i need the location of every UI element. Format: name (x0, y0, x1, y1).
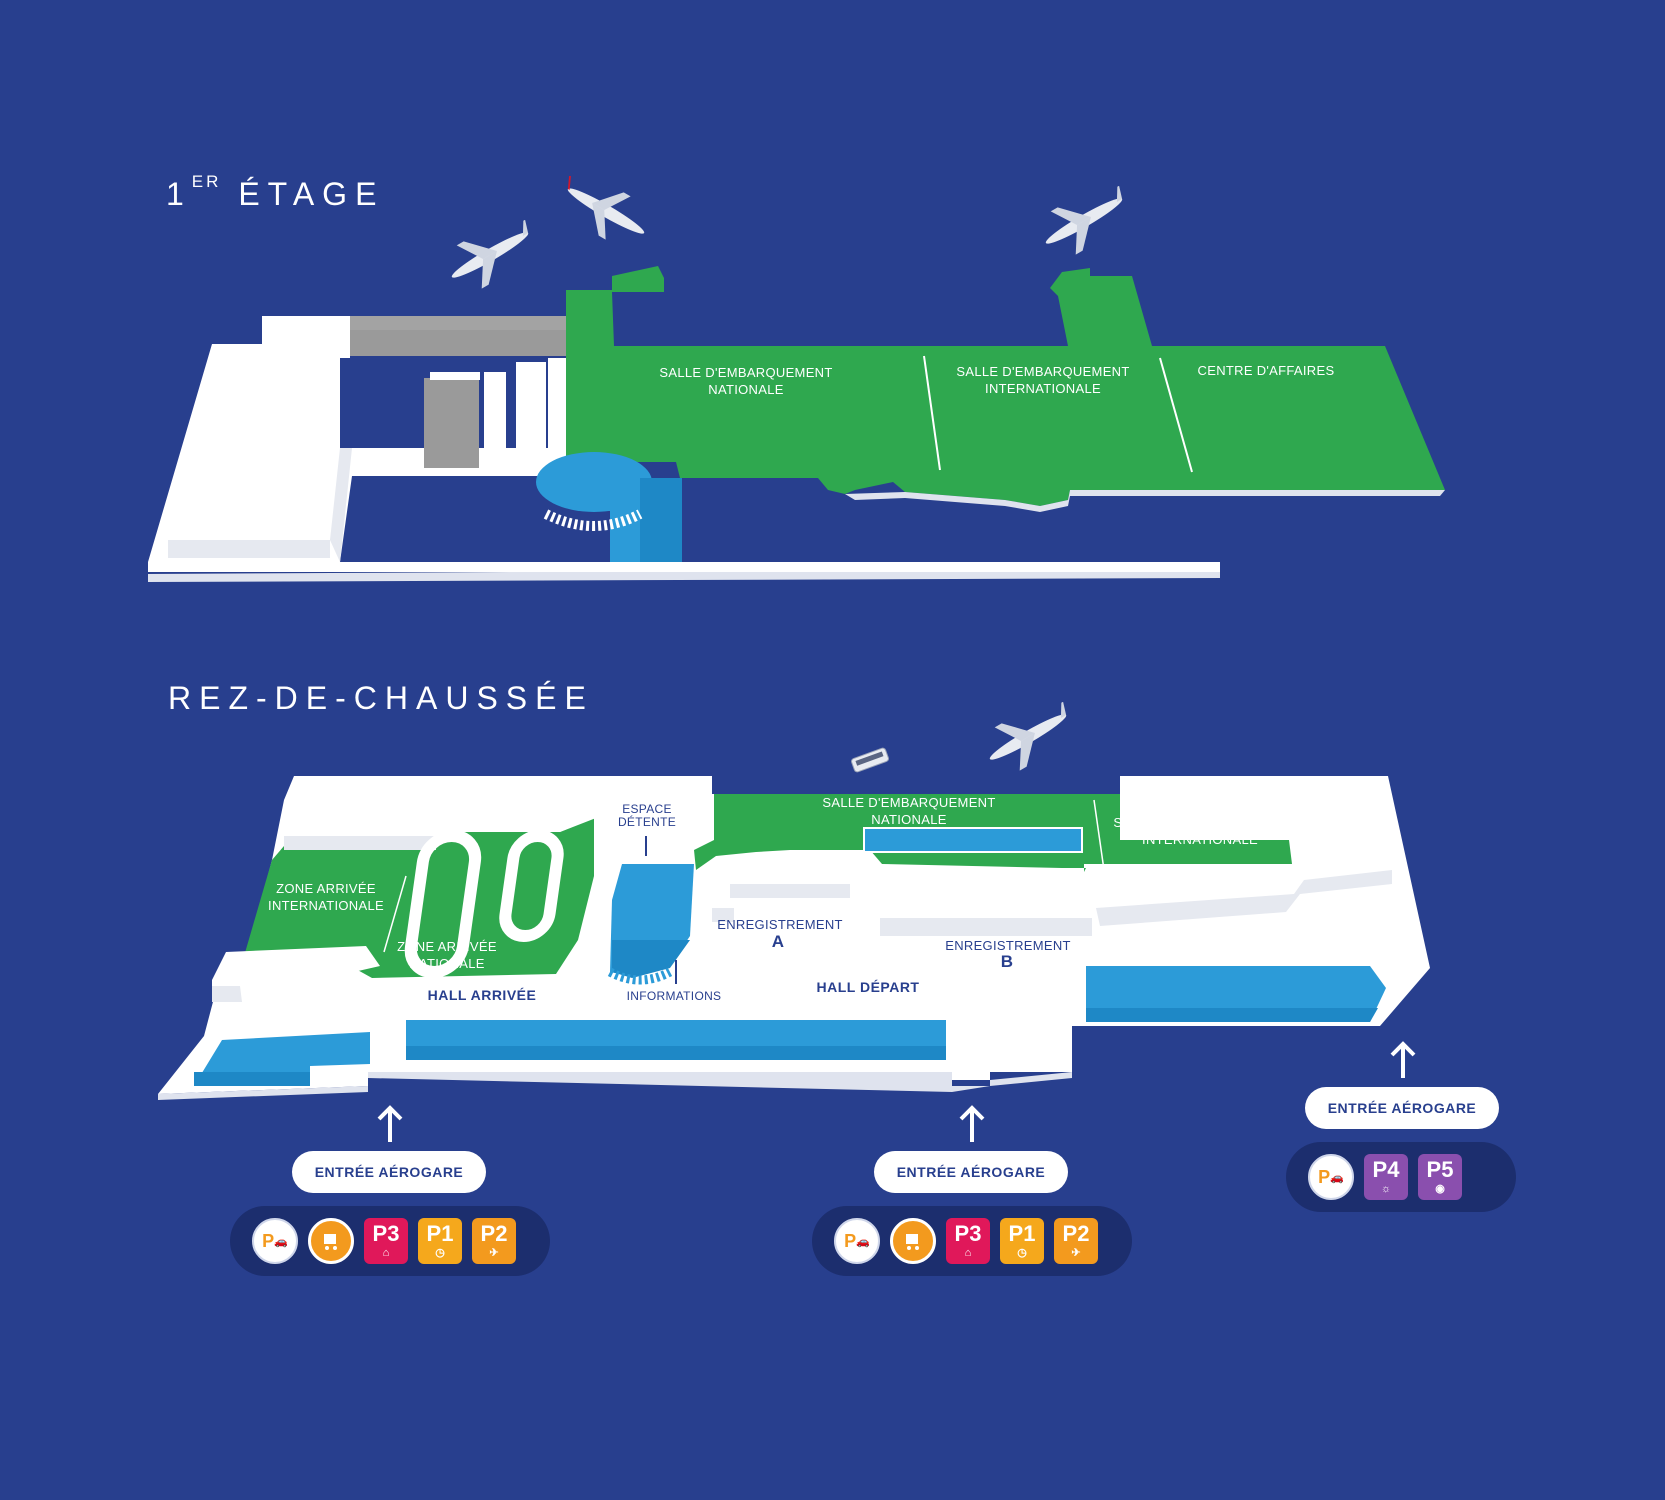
car-roof-icon: ⌂ (382, 1247, 390, 1259)
enregistrement-a-label: ENREGISTREMENT (717, 917, 843, 932)
luggage-trolley-icon[interactable] (890, 1218, 936, 1264)
parking-car-icon[interactable]: P🚗 (834, 1218, 880, 1264)
parking-tray-1: P🚗 P3⌂ P1◷ P2✈ (230, 1206, 550, 1276)
clock-icon: ◷ (435, 1247, 445, 1259)
ground-blue-gate (863, 827, 1083, 853)
parking-p3[interactable]: P3⌂ (946, 1218, 990, 1264)
globe-icon: ◉ (1435, 1183, 1445, 1195)
plane-car-icon: ✈ (489, 1247, 499, 1259)
airplane-icon (567, 176, 645, 240)
parking-p4[interactable]: P4☼ (1364, 1154, 1408, 1200)
baggage-carousel (404, 830, 482, 978)
car-roof-icon: ⌂ (964, 1247, 972, 1259)
ground-floor-plan (158, 776, 1430, 1100)
parking-p1[interactable]: P1◷ (418, 1218, 462, 1264)
parking-car-icon[interactable]: P🚗 (252, 1218, 298, 1264)
entree-aerogare-2[interactable]: ENTRÉE AÉROGARE (874, 1151, 1068, 1193)
parking-p3[interactable]: P3⌂ (364, 1218, 408, 1264)
parking-tray-2: P🚗 P3⌂ P1◷ P2✈ (812, 1206, 1132, 1276)
enregistrement-b-letter: B (1000, 952, 1014, 971)
plane-car-icon: ✈ (1071, 1247, 1081, 1259)
parking-p2[interactable]: P2✈ (472, 1218, 516, 1264)
baggage-carousel (499, 830, 564, 942)
clock-icon: ◷ (1017, 1247, 1027, 1259)
airplane-icon (451, 220, 529, 289)
parking-p1[interactable]: P1◷ (1000, 1218, 1044, 1264)
sun-icon: ☼ (1380, 1183, 1392, 1195)
upper-floor-slab-edge (148, 562, 1220, 572)
terminal-map: 1ER ÉTAGE SA (148, 172, 1516, 1276)
airplane-icon (1045, 186, 1123, 255)
up-arrow-icon (377, 1105, 403, 1142)
hall-depart-label: HALL DÉPART (816, 979, 920, 995)
upper-floor-plan (148, 266, 1445, 582)
luggage-trolley-icon[interactable] (308, 1218, 354, 1264)
hall-arrivee-label: HALL ARRIVÉE (427, 987, 537, 1003)
upper-grey-tower (424, 378, 479, 468)
parking-car-icon[interactable]: P🚗 (1308, 1154, 1354, 1200)
parking-p5[interactable]: P5◉ (1418, 1154, 1462, 1200)
upper-left-building (148, 316, 565, 562)
ground-floor-title: REZ-DE-CHAUSSÉE (168, 680, 594, 716)
upper-zone-centre-affaires: CENTRE D'AFFAIRES (1197, 363, 1335, 378)
upper-green-zone (566, 266, 1445, 506)
upper-floor-title: 1ER ÉTAGE (166, 172, 385, 212)
up-arrow-icon (1390, 1041, 1416, 1078)
up-arrow-icon (959, 1105, 985, 1142)
entree-aerogare-1[interactable]: ENTRÉE AÉROGARE (292, 1151, 486, 1193)
informations-label: INFORMATIONS (626, 989, 722, 1003)
entree-aerogare-3[interactable]: ENTRÉE AÉROGARE (1305, 1087, 1499, 1129)
parking-tray-3: P🚗 P4☼ P5◉ (1286, 1142, 1516, 1212)
enregistrement-a-letter: A (771, 932, 785, 951)
enregistrement-b-label: ENREGISTREMENT (945, 938, 1071, 953)
parking-p2[interactable]: P2✈ (1054, 1218, 1098, 1264)
shuttle-bus-icon (851, 747, 889, 773)
airplane-icon (989, 702, 1067, 771)
